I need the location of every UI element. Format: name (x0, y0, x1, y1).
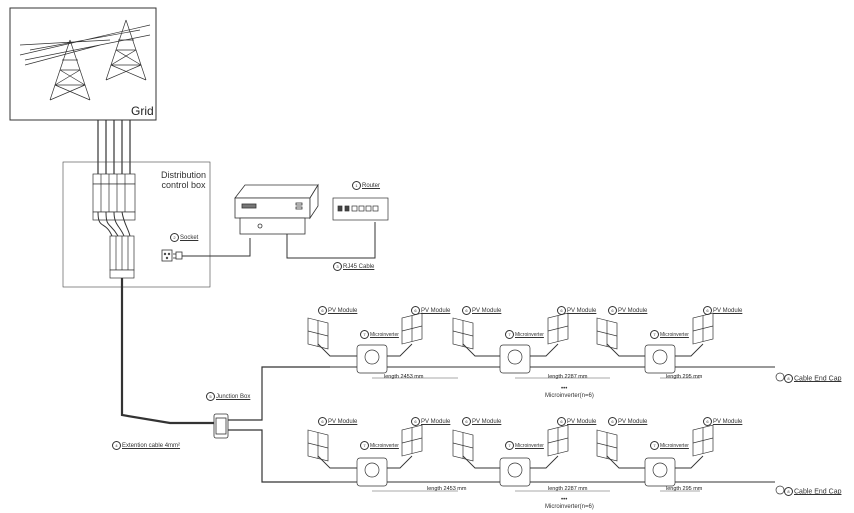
length-label: length 295 mm (666, 374, 703, 380)
length-label: length 2453 mm (384, 374, 424, 380)
breaker-wires (97, 211, 131, 237)
length-label: length 2453 mm (427, 486, 467, 492)
distribution-label-line1: Distribution (161, 170, 207, 180)
row1-end-cap-icon (775, 372, 785, 382)
row2-microinverters (356, 457, 676, 487)
length-label: length 2287 mm (548, 374, 588, 380)
extension-cable-label-text: Extention cable 4mm² (122, 443, 181, 450)
length-label: length 295 mm (666, 486, 703, 492)
grid-wires (97, 120, 131, 175)
row2-pv-modules (307, 424, 714, 462)
ellipsis: ••• (561, 386, 568, 392)
row1-dc-leads (317, 343, 704, 357)
rj45-cable-line (286, 222, 376, 259)
gateway-device-icon (234, 183, 319, 235)
socket-icon (161, 249, 183, 262)
transmission-tower-icon (19, 19, 151, 101)
breaker-icon (92, 173, 136, 279)
rj45-label-text: RJ45 Cable (343, 264, 375, 271)
microinverter-count: Microinverter(n=6) (545, 504, 594, 510)
branch-cables (228, 366, 330, 483)
row1-microinverters (356, 344, 676, 374)
trunk-cable (120, 278, 214, 425)
socket-label-text: Socket (180, 235, 199, 242)
junction-box-icon (213, 413, 229, 439)
router-icon (332, 197, 389, 221)
distribution-box-label: Distribution control box (161, 170, 206, 191)
power-cable (182, 238, 251, 257)
row2-dc-leads (317, 455, 704, 469)
grid-label: Grid (131, 104, 154, 118)
row1-pv-modules (307, 312, 714, 350)
junction-box-label-text: Junction Box (216, 394, 251, 401)
length-label: length 2287 mm (548, 486, 588, 492)
row2-end-cap-icon (775, 485, 785, 495)
router-label-text: Router (362, 183, 381, 190)
distribution-label-line2: control box (161, 180, 206, 191)
distribution-box (62, 161, 211, 288)
grid-box (9, 7, 157, 121)
ellipsis: ••• (561, 497, 568, 503)
microinverter-count: Microinverter(n=6) (545, 393, 594, 399)
